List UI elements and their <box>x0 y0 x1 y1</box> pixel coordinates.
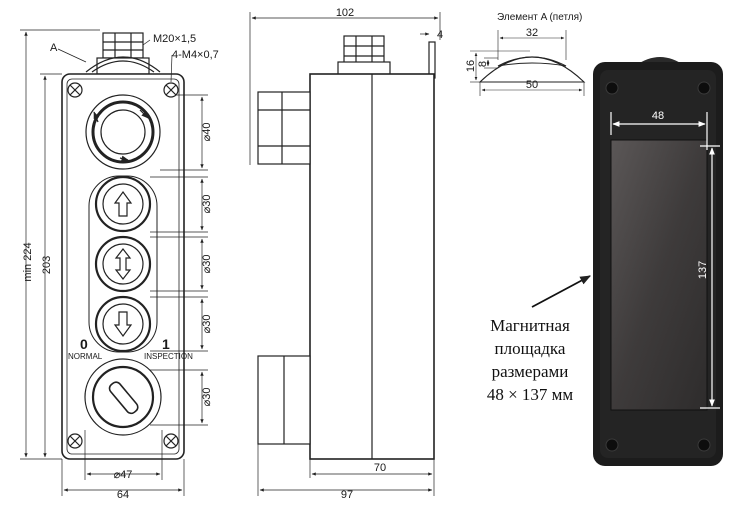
dim-text-102: 102 <box>336 7 354 19</box>
button-up-down[interactable] <box>94 235 152 293</box>
enclosure-front <box>61 73 185 460</box>
dim-text-8: 8 <box>477 61 489 67</box>
screw-top-left <box>67 82 83 98</box>
screw-bottom-left <box>67 433 83 449</box>
selector-right-text: INSPECTION <box>144 352 193 361</box>
magnetic-plate <box>610 139 708 411</box>
selector-right-num: 1 <box>162 336 170 352</box>
dim-text-16: 16 <box>465 60 477 72</box>
element-a-title: Элемент A (петля) <box>497 12 582 23</box>
screw-top-right <box>163 82 179 98</box>
back-photo: 48 137 <box>593 57 723 466</box>
dim-text-btn2: ⌀30 <box>201 255 213 274</box>
dim-text-btn3: ⌀30 <box>201 315 213 334</box>
caption-line-3: размерами <box>491 362 569 381</box>
screw-bottom-right <box>163 433 179 449</box>
dim-text-224: min 224 <box>22 242 34 281</box>
selector-switch[interactable] <box>84 358 162 436</box>
label-a: A <box>50 42 58 54</box>
screws-label: 4-M4×0,7 <box>172 49 219 61</box>
side-view <box>249 12 441 496</box>
photo-dim-137: 137 <box>697 261 709 279</box>
cable-gland <box>96 32 150 75</box>
caption-line-2: площадка <box>494 339 566 358</box>
caption-line-4: 48 × 137 мм <box>486 385 574 404</box>
dim-text-50: 50 <box>526 79 538 91</box>
selector-left-num: 0 <box>80 336 88 352</box>
dim-text-4: 4 <box>437 29 443 41</box>
button-down[interactable] <box>94 295 152 353</box>
selector-left-text: NORMAL <box>68 352 103 361</box>
dim-text-203: 203 <box>41 256 53 274</box>
dim-text-estop: ⌀40 <box>201 123 213 142</box>
gland-thread-label: M20×1,5 <box>153 33 196 45</box>
photo-dim-48: 48 <box>652 110 664 122</box>
magnetic-plate-caption: Магнитная площадка размерами 48 × 137 мм <box>460 314 600 406</box>
caption-pointer-arrow <box>531 275 591 308</box>
dim-text-47: ⌀47 <box>114 469 133 481</box>
button-up[interactable] <box>94 175 152 233</box>
dim-text-97: 97 <box>341 489 353 501</box>
caption-line-1: Магнитная <box>490 316 570 335</box>
dim-text-64: 64 <box>117 489 129 501</box>
dim-text-32: 32 <box>526 27 538 39</box>
hanging-loop <box>85 56 161 73</box>
dim-text-btn1: ⌀30 <box>201 195 213 214</box>
emergency-stop-button[interactable] <box>85 94 161 170</box>
dim-text-70: 70 <box>374 462 386 474</box>
front-view <box>20 29 208 496</box>
element-a-detail <box>470 30 586 96</box>
dim-text-selector: ⌀30 <box>201 388 213 407</box>
